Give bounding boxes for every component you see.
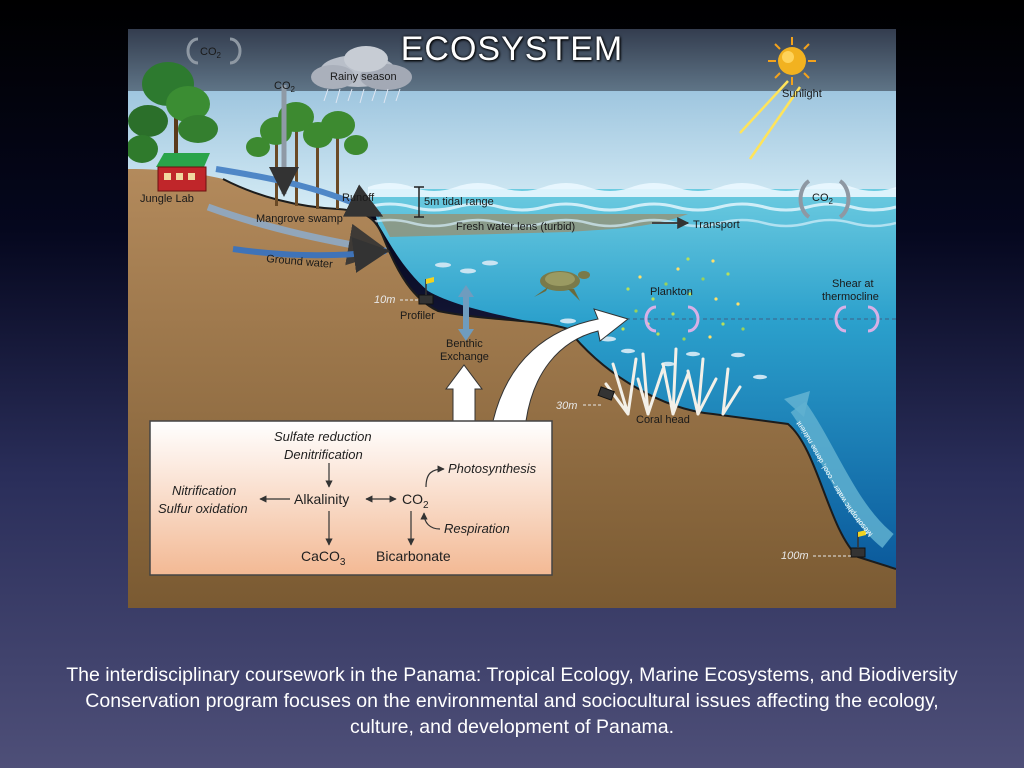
- nitrification-label: Nitrification: [172, 483, 236, 498]
- transport-label: Transport: [693, 219, 740, 231]
- denitrification-label: Denitrification: [284, 447, 363, 462]
- slide-caption: The interdisciplinary coursework in the …: [66, 664, 958, 738]
- profiler-30m-icon: [597, 386, 615, 401]
- sunlight-ray: [739, 80, 789, 134]
- ecosystem-diagram: Mesotrophic water – cool, dense nutrient…: [128, 29, 896, 608]
- runoff-label: Runoff: [342, 192, 375, 204]
- profiler-100m-icon: [850, 530, 866, 558]
- ground-water-arrow: [232, 237, 390, 273]
- slide-title: ECOSYSTEM: [400, 30, 624, 68]
- rain-cloud: [311, 46, 412, 104]
- co2-box-label: CO2: [402, 491, 429, 511]
- sun-icon: [768, 37, 816, 85]
- tidal-range-label: 5m tidal range: [424, 196, 494, 208]
- bicarbonate-label: Bicarbonate: [376, 548, 451, 564]
- upwelling-arrow: [790, 401, 894, 549]
- sea-turtle-icon: [534, 271, 590, 301]
- rainforest-trees: [128, 62, 218, 181]
- benthic-exchange-label-2: Exchange: [440, 351, 489, 363]
- alkalinity-label: Alkalinity: [294, 491, 349, 507]
- ecosystem-diagram-svg: Mesotrophic water – cool, dense nutrient…: [128, 29, 896, 608]
- depth-30m-label: 30m: [556, 400, 577, 412]
- box-to-plankton-arrow: [492, 308, 630, 422]
- co2-label-ocean: CO2: [812, 192, 834, 206]
- benthic-exchange-arrow: [458, 285, 474, 341]
- rainy-season-label: Rainy season: [330, 71, 397, 83]
- jungle-lab-label: Jungle Lab: [140, 193, 194, 205]
- chemistry-box-frame: [149, 420, 553, 576]
- fresh-water-lens-label: Fresh water lens (turbid): [456, 221, 575, 233]
- runoff-arrow: [215, 166, 384, 218]
- profiler-instrument-icon: [418, 277, 434, 305]
- sunlight-ray: [748, 86, 802, 160]
- depth-10m-label: 10m: [374, 294, 395, 306]
- caco3-label: CaCO3: [301, 548, 346, 568]
- sulfur-oxidation-label: Sulfur oxidation: [158, 501, 248, 516]
- ground-water-label: Ground water: [266, 253, 334, 271]
- benthic-exchange-label-1: Benthic: [446, 338, 483, 350]
- coral-head-label: Coral head: [636, 414, 690, 426]
- photosynthesis-label: Photosynthesis: [448, 461, 537, 476]
- ocean-co2-cycle-icon: [798, 179, 851, 219]
- chemistry-box: Sulfate reduction Denitrification Nitrif…: [149, 420, 553, 576]
- sulfate-reduction-label: Sulfate reduction: [274, 429, 372, 444]
- jungle-lab-house: [156, 153, 210, 192]
- sunlight-label: Sunlight: [782, 88, 822, 100]
- box-to-benthic-arrow: [445, 364, 483, 422]
- top-co2-cycle-icon: [186, 37, 242, 65]
- mangrove-swamp-label: Mangrove swamp: [256, 213, 343, 225]
- co2-label-canopy: CO2: [274, 80, 296, 94]
- shear-label-2: thermocline: [822, 291, 879, 303]
- profiler-label: Profiler: [400, 310, 435, 322]
- plankton-mixing-icon: [644, 305, 700, 333]
- depth-100m-label: 100m: [781, 550, 809, 562]
- respiration-label: Respiration: [444, 521, 510, 536]
- co2-label-top-left: CO2: [200, 46, 222, 60]
- shear-mixing-icon: [834, 305, 880, 333]
- coral-head-icon: [604, 347, 742, 416]
- plankton-label: Plankton: [650, 286, 693, 298]
- shear-label-1: Shear at: [832, 278, 874, 290]
- surface-waves: [368, 183, 896, 197]
